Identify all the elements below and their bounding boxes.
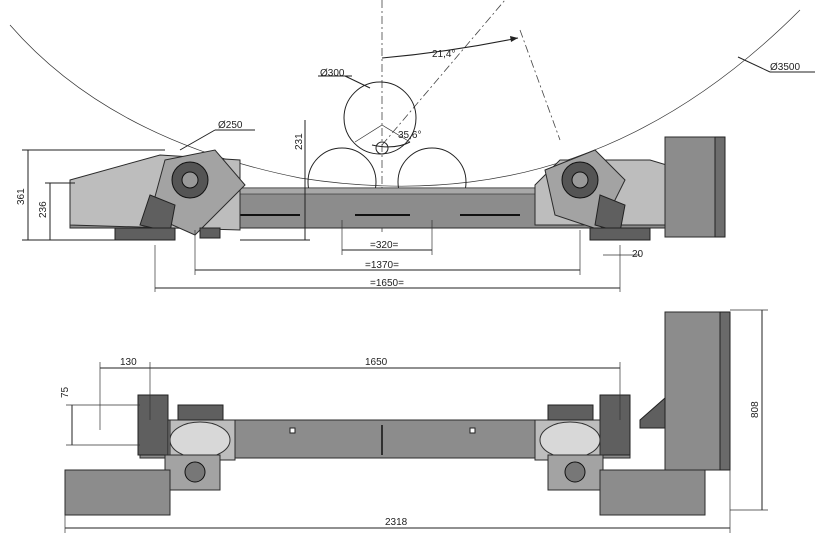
dim-total-height: 361 <box>16 188 27 205</box>
dim-total-length: 2318 <box>385 517 408 528</box>
dim-angle-lower: 35,6° <box>398 130 421 141</box>
angle-line <box>381 0 506 146</box>
dim-center-width: =320= <box>370 240 399 251</box>
dim-outer-span: =1650= <box>370 278 404 289</box>
plan-view <box>64 309 768 533</box>
dim-cabinet-height: 808 <box>750 401 761 418</box>
roller-center <box>375 141 389 155</box>
dim-rail-height: 75 <box>60 386 71 398</box>
control-cabinet-plan <box>664 311 726 471</box>
vessel-arc <box>9 9 801 187</box>
dim-roller-height: 231 <box>294 133 305 150</box>
angle-arc <box>381 37 519 59</box>
angle-line-2 <box>519 29 561 141</box>
dim-vessel-diameter: Ø3500 <box>770 62 800 73</box>
dim-small-roller-diameter: Ø300 <box>320 68 345 79</box>
dim-inner-span: =1370= <box>365 260 399 271</box>
dim-offset-left: 130 <box>120 357 137 368</box>
dim-wheel-diameter: Ø250 <box>218 120 243 131</box>
dim-frame-height: 236 <box>38 201 49 218</box>
dim-small-gap: 20 <box>632 249 644 260</box>
left-motor-box <box>64 469 171 516</box>
right-motor-box <box>599 469 706 516</box>
dim-angle-upper: 21,4° <box>432 49 455 60</box>
dim-span: 1650 <box>365 357 388 368</box>
front-view <box>9 0 815 292</box>
